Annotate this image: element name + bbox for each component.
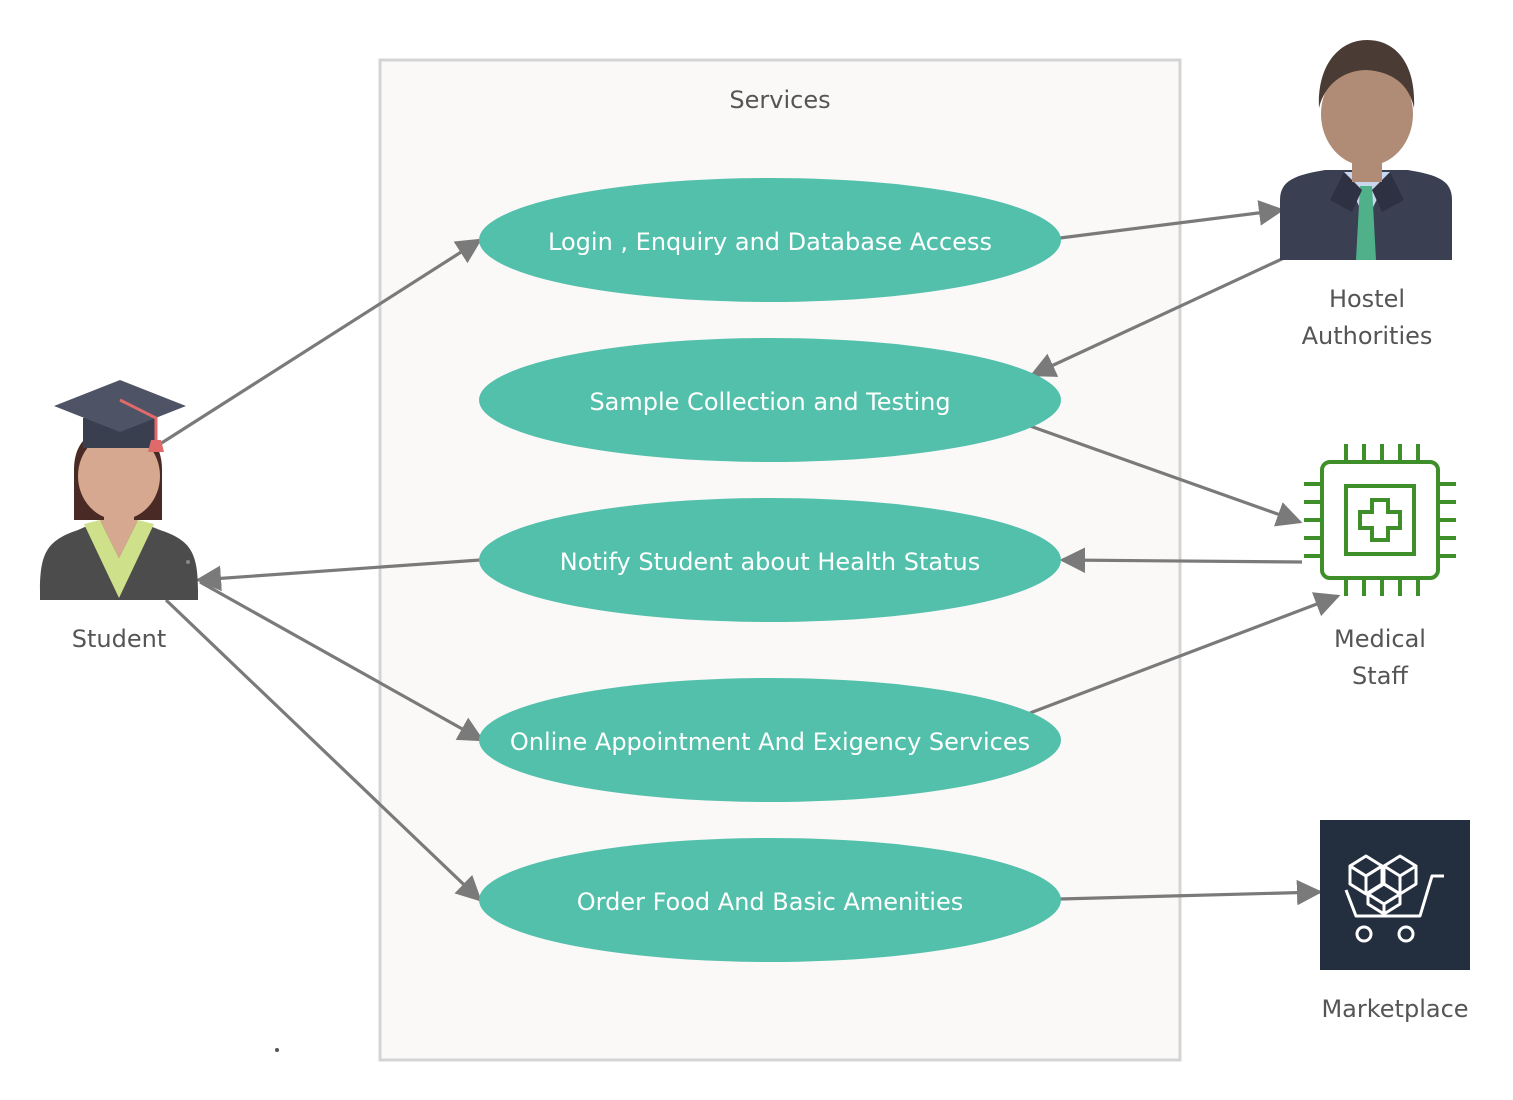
medical-chip-icon (1304, 444, 1456, 596)
actor-medical-staff[interactable]: Medical Staff (1304, 444, 1456, 690)
edge-uc2-medical (1029, 424, 1303, 527)
edge-student-uc5 (164, 598, 482, 902)
actor-hostel-authorities[interactable]: Hostel Authorities (1280, 40, 1452, 350)
use-case-1[interactable]: Login , Enquiry and Database Access (479, 178, 1061, 302)
edge-hostel-uc2 (1029, 256, 1285, 377)
use-case-1-label: Login , Enquiry and Database Access (548, 228, 992, 256)
use-case-3[interactable]: Notify Student about Health Status (479, 498, 1061, 622)
use-case-2[interactable]: Sample Collection and Testing (479, 338, 1061, 462)
graduate-student-icon (40, 380, 198, 600)
shopping-cart-boxes-icon (1320, 820, 1470, 970)
use-case-4[interactable]: Online Appointment And Exigency Services (479, 678, 1061, 802)
businessman-icon (1280, 40, 1452, 260)
edge-uc5-marketplace (1059, 879, 1323, 906)
student-label: Student (72, 625, 166, 653)
marketplace-label: Marketplace (1321, 995, 1468, 1023)
use-case-5[interactable]: Order Food And Basic Amenities (479, 838, 1061, 962)
hostel-label-line1: Hostel (1329, 285, 1405, 313)
edge-uc4-medical (1029, 592, 1341, 715)
edge-student-uc1 (159, 238, 483, 446)
system-title: Services (729, 86, 830, 114)
use-case-2-label: Sample Collection and Testing (589, 388, 950, 416)
actor-marketplace[interactable]: Marketplace (1320, 820, 1470, 1023)
stray-dot (186, 560, 190, 564)
edge-medical-uc3 (1059, 547, 1303, 573)
hostel-label-line2: Authorities (1302, 322, 1433, 350)
use-case-4-label: Online Appointment And Exigency Services (510, 728, 1030, 756)
connectors (159, 200, 1341, 906)
use-case-5-label: Order Food And Basic Amenities (577, 888, 963, 916)
edge-uc1-hostel (1059, 200, 1285, 240)
edge-uc3-student (195, 558, 481, 592)
use-case-3-label: Notify Student about Health Status (560, 548, 980, 576)
medical-label-line1: Medical (1334, 625, 1426, 653)
edge-student-uc4 (199, 580, 485, 742)
stray-dot (275, 1048, 279, 1052)
medical-label-line2: Staff (1352, 662, 1408, 690)
actor-student[interactable]: Student (40, 380, 198, 653)
